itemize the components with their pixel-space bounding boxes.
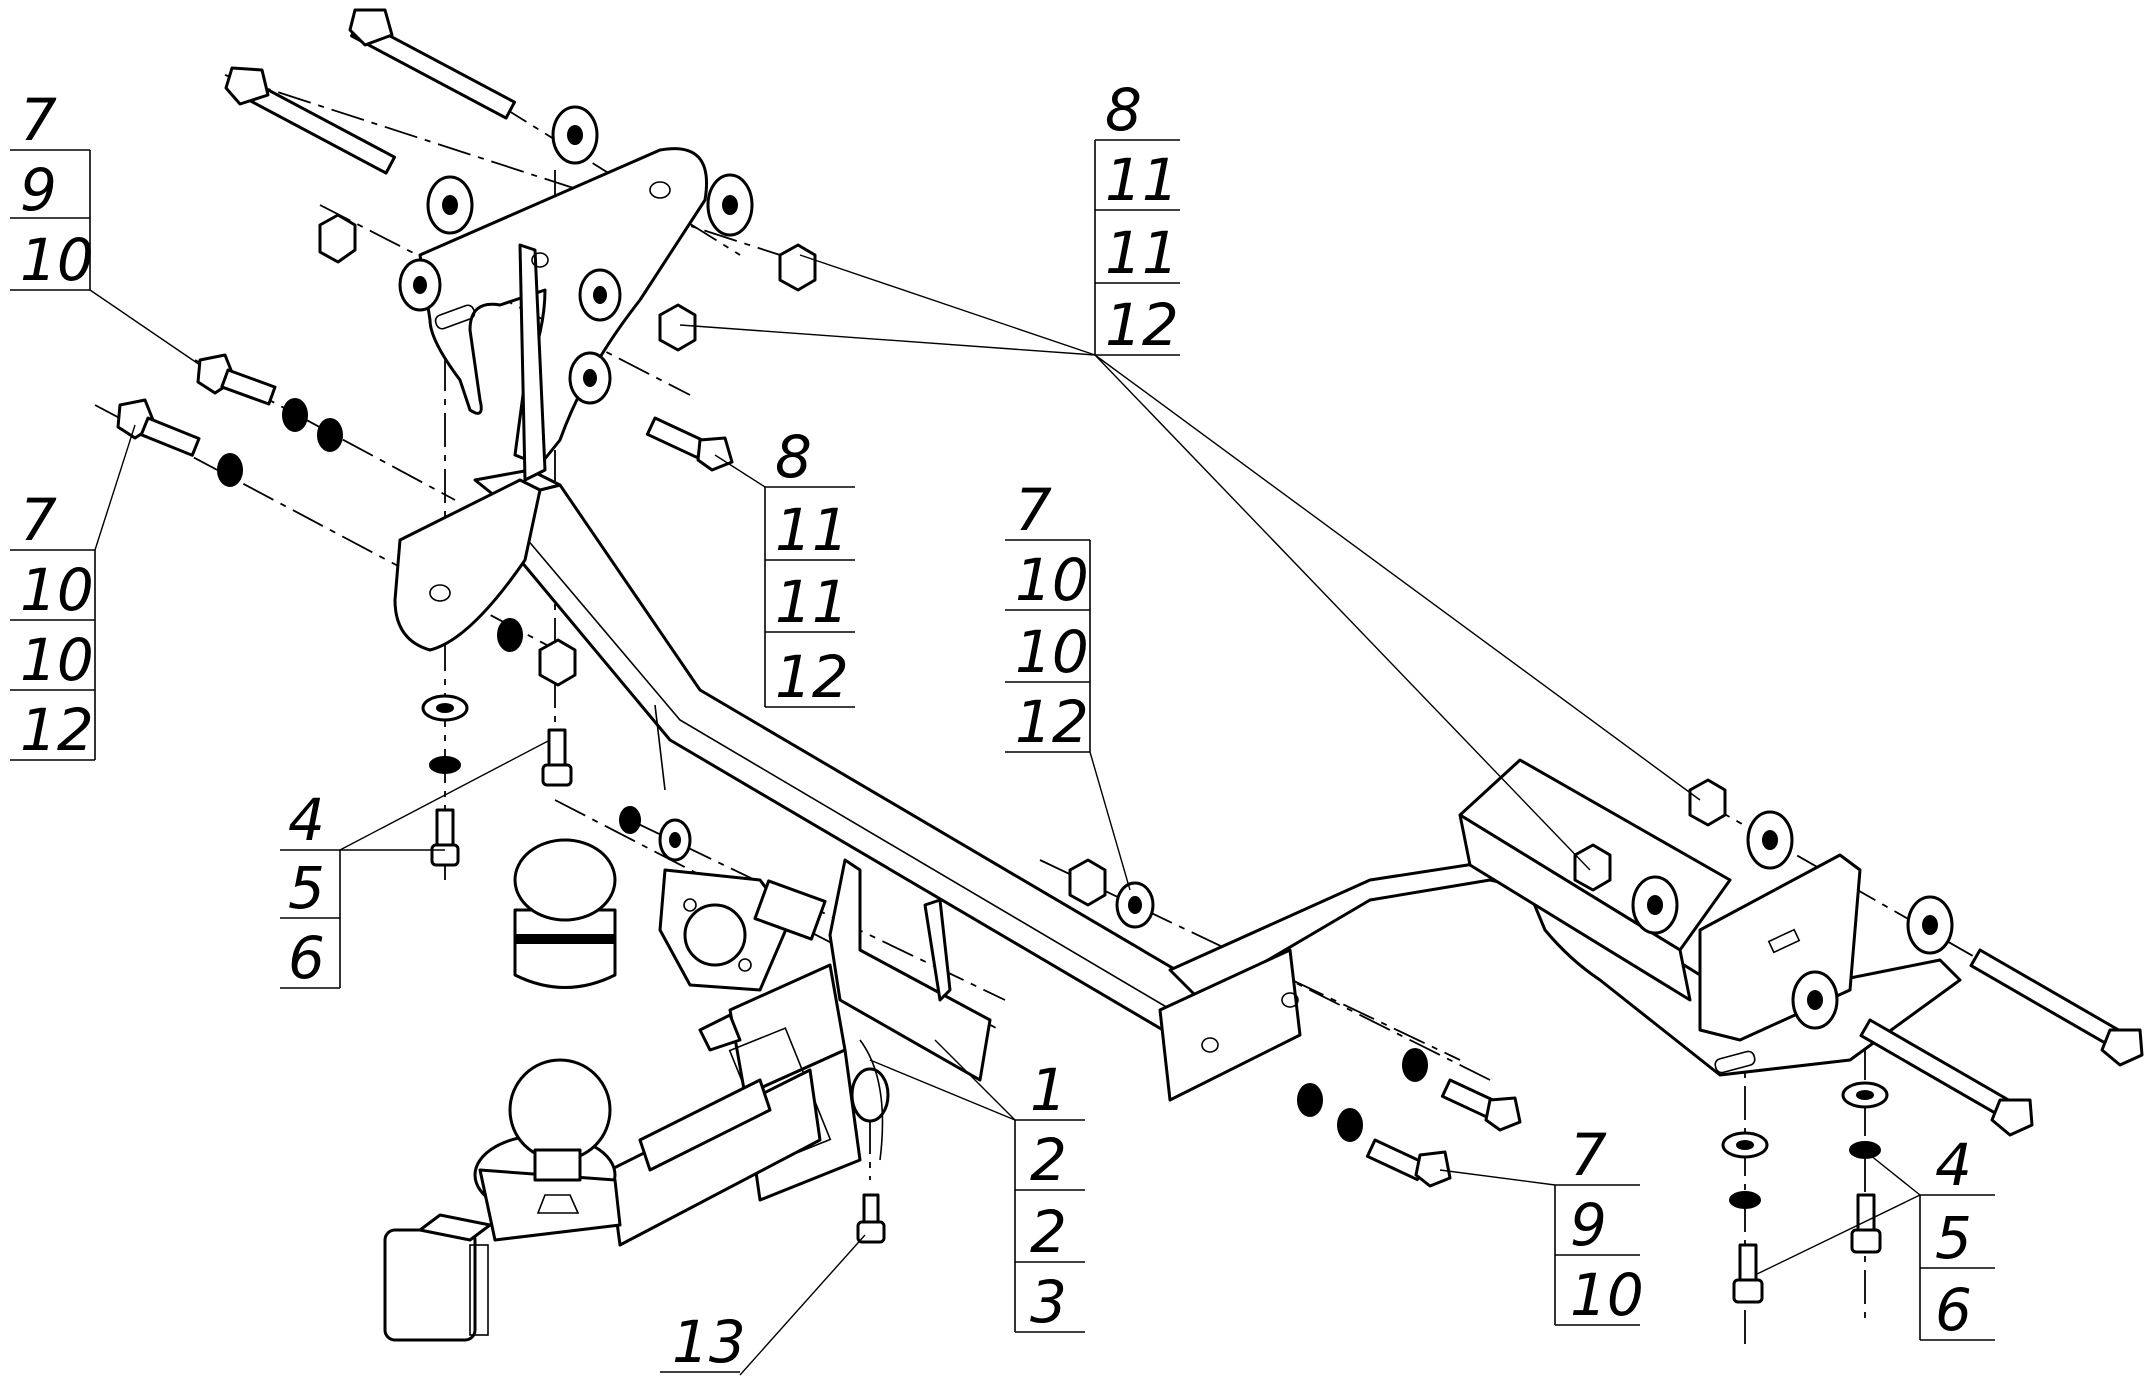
callout-number: 6	[288, 924, 325, 992]
washer-9	[217, 453, 243, 487]
vertical-bolt-4	[1850, 1193, 1882, 1254]
callout-left-mid: 7 10 10 12	[10, 486, 96, 764]
vertical-bolts	[430, 728, 1882, 1304]
long-bolt-top-1	[348, 8, 517, 120]
ball-mount	[473, 1058, 822, 1247]
washer-17	[1297, 1083, 1323, 1117]
callout-number: 12	[20, 696, 94, 764]
washer-2	[426, 175, 474, 235]
callout-right-lower: 7 9 10	[1554, 1121, 1644, 1329]
washer-10	[497, 618, 523, 652]
callout-number: 11	[1105, 219, 1179, 287]
callout-center: 7 10 10 12	[1005, 476, 1091, 756]
washer-26	[1849, 1141, 1881, 1159]
washer-8	[317, 418, 343, 452]
short-bolt-1	[196, 353, 277, 406]
callout-center-left: 8 11 11 12	[764, 423, 855, 711]
callout-number: 9	[1570, 1191, 1607, 1259]
long-bolt-top-2	[224, 66, 397, 175]
callout-number: 11	[775, 568, 849, 636]
callout-number: 10	[20, 226, 94, 294]
callout-number: 10	[1015, 546, 1089, 614]
pin-bolt-13	[856, 1193, 886, 1244]
callout-pin: 13	[660, 1308, 746, 1376]
nuts	[318, 213, 1727, 907]
callout-number: 7	[1570, 1121, 1607, 1189]
callout-number: 11	[775, 496, 849, 564]
callout-number: 3	[1030, 1268, 1067, 1336]
callout-number: 10	[1015, 618, 1089, 686]
washer-23	[1721, 1131, 1769, 1159]
callout-top-center: 8 11 11 12	[1094, 76, 1180, 359]
washer-3	[398, 258, 442, 312]
vertical-bolt-1	[430, 808, 460, 867]
callout-number: 7	[20, 486, 57, 554]
short-bolt-3	[645, 416, 734, 472]
washer-11	[421, 694, 469, 722]
washer-6	[568, 351, 612, 405]
vertical-bolt-2	[541, 728, 573, 787]
callout-number: 5	[1935, 1204, 1972, 1272]
vertical-bolt-3	[1732, 1243, 1764, 1304]
callout-number: 4	[1935, 1131, 1972, 1199]
callout-upper-left: 7 9 10	[10, 86, 94, 294]
washer-22	[1791, 970, 1839, 1030]
washer-20	[1631, 875, 1679, 935]
washer-16	[1402, 1048, 1428, 1082]
callout-number: 8	[1105, 76, 1142, 144]
washer-7	[282, 398, 308, 432]
callout-number: 10	[20, 556, 94, 624]
callout-number: 8	[775, 423, 812, 491]
callout-number: 6	[1935, 1276, 1972, 1344]
washer-4	[706, 173, 754, 237]
leader-lines	[89, 254, 1921, 1376]
short-bolt-2	[116, 398, 201, 457]
right-mounting-bracket	[1158, 758, 1962, 1102]
callout-number: 12	[1105, 291, 1179, 359]
callout-number: 4	[288, 786, 325, 854]
long-bolt-right-2	[1859, 1018, 2034, 1137]
washer-25	[1841, 1081, 1889, 1109]
callout-right-far: 4 5 6	[1919, 1131, 1995, 1344]
washer-21	[1906, 895, 1954, 955]
short-bolt-5	[1365, 1138, 1452, 1188]
washer-1	[551, 105, 599, 165]
callout-number: 10	[1570, 1261, 1644, 1329]
receiver-cap	[383, 1213, 492, 1342]
callout-number: 9	[20, 156, 57, 224]
left-mounting-bracket	[393, 147, 708, 652]
callout-number: 2	[1030, 1198, 1067, 1266]
washers	[217, 105, 1954, 1209]
callout-number: 12	[1015, 688, 1089, 756]
callout-number: 2	[1030, 1126, 1067, 1194]
washer-14	[658, 818, 692, 862]
callout-number: 7	[20, 86, 57, 154]
washer-15	[1115, 881, 1155, 929]
washer-24	[1729, 1191, 1761, 1209]
callout-number: 1	[1030, 1056, 1067, 1124]
callout-left-lower: 4 5 6	[280, 786, 341, 992]
short-bolt-4	[1440, 1078, 1522, 1132]
callout-receiver: 1 2 2 3	[1014, 1056, 1085, 1336]
washer-13	[619, 806, 641, 834]
washer-12	[429, 756, 461, 774]
callout-number: 7	[1015, 476, 1052, 544]
assembly-axes	[94, 14, 2121, 1350]
long-bolts	[224, 8, 2144, 1137]
callout-number: 11	[1105, 146, 1179, 214]
washer-5	[578, 268, 622, 322]
towball-cover	[513, 838, 617, 989]
washer-18	[1337, 1108, 1363, 1142]
callout-number: 13	[672, 1308, 746, 1376]
long-bolt-right-1	[1969, 948, 2144, 1067]
short-bolts	[116, 353, 1522, 1188]
electrical-socket-plate	[658, 868, 827, 992]
callout-number: 12	[775, 643, 849, 711]
washer-19	[1746, 810, 1794, 870]
callout-number: 10	[20, 626, 94, 694]
callout-number: 5	[288, 854, 325, 922]
